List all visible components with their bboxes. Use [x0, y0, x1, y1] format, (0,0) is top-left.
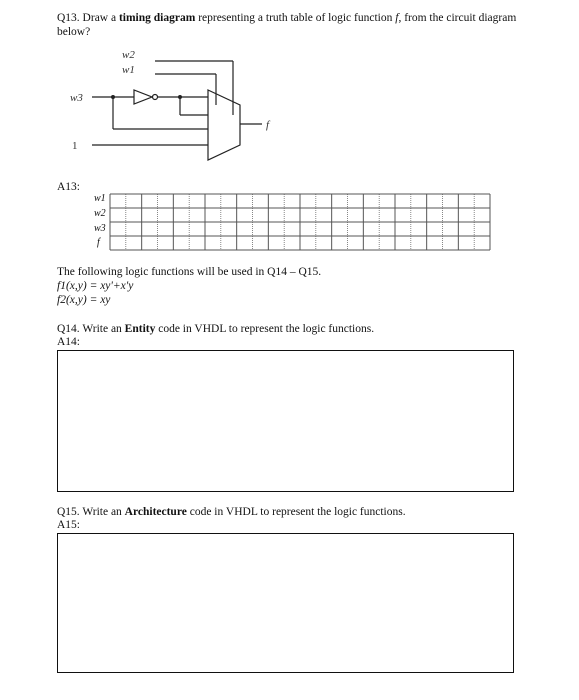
- a13-label: A13:: [57, 181, 80, 193]
- a14-answer-box[interactable]: [57, 350, 514, 492]
- function-f1: f1(x,y) = xy'+x'y: [57, 280, 134, 292]
- a14-label: A14:: [57, 336, 80, 348]
- label-w3: w3: [70, 92, 83, 104]
- junction-dot-not: [178, 95, 182, 99]
- function-f2: f2(x,y) = xy: [57, 294, 111, 306]
- a15-answer-box[interactable]: [57, 533, 514, 673]
- q13-question: Q13. Draw a timing diagram representing …: [57, 12, 517, 38]
- timing-label-w1: w1: [94, 193, 106, 204]
- q14-question: Q14. Write an Entity code in VHDL to rep…: [57, 323, 375, 335]
- logic-functions-intro: The following logic functions will be us…: [57, 266, 322, 278]
- junction-dot-w3: [111, 95, 115, 99]
- q15-question: Q15. Write an Architecture code in VHDL …: [57, 506, 406, 518]
- label-w1: w1: [122, 64, 135, 76]
- label-f: f: [266, 119, 271, 131]
- timing-grid[interactable]: [0, 190, 579, 251]
- timing-label-w2: w2: [94, 208, 106, 219]
- timing-label-f: f: [97, 237, 100, 248]
- circuit-diagram: w2 w1 w3 1 f: [70, 49, 271, 161]
- timing-label-w3: w3: [94, 223, 106, 234]
- label-one: 1: [72, 140, 78, 152]
- label-w2: w2: [122, 49, 135, 61]
- a15-label: A15:: [57, 519, 80, 531]
